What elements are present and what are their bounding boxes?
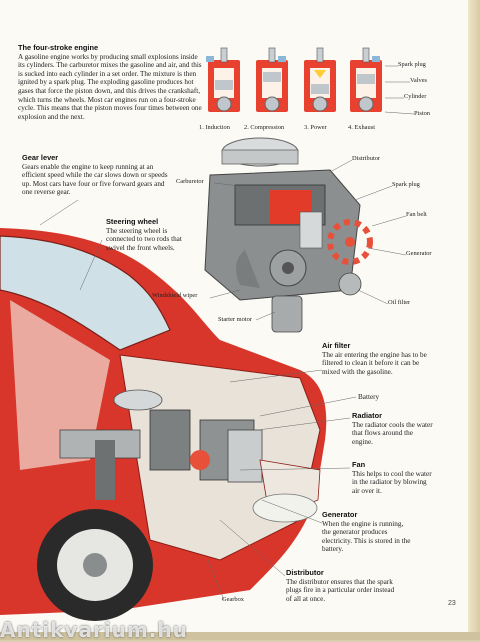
engine-label-windshield-wiper: Windshield wiper <box>152 292 197 299</box>
distributor-title: Distributor <box>286 569 398 578</box>
steering-wheel-section: Steering wheel The steering wheel is con… <box>106 218 188 252</box>
stroke-label-exhaust: 4. Exhaust <box>348 124 375 131</box>
fan-title: Fan <box>352 461 434 470</box>
battery-section: Battery <box>358 393 418 402</box>
gear-lever-title: Gear lever <box>22 154 174 163</box>
engine-label-starter-motor: Starter motor <box>218 316 252 323</box>
fan-body: This helps to cool the water in the radi… <box>352 470 434 496</box>
engine-label-generator: Generator <box>406 250 432 257</box>
page-number: 23 <box>448 600 456 607</box>
radiator-title: Radiator <box>352 412 434 421</box>
four-stroke-title: The four-stroke engine <box>18 44 202 53</box>
radiator-section: Radiator The radiator cools the water th… <box>352 412 434 446</box>
steering-wheel-body: The steering wheel is connected to two r… <box>106 227 188 253</box>
air-filter-body: The air entering the engine has to be fi… <box>322 351 434 377</box>
cylinder-diagram-2 <box>256 48 288 112</box>
engine-label-spark-plug: Spark plug <box>392 181 420 188</box>
engine-label-carburetor: Carburetor <box>176 178 204 185</box>
engine-label-distributor: Distributor <box>352 155 380 162</box>
stroke-label-power: 3. Power <box>304 124 327 131</box>
part-label-spark-plug: Spark plug <box>398 61 426 68</box>
cylinder-diagram-3 <box>304 48 336 112</box>
engine-label-fan-belt: Fan belt <box>406 211 427 218</box>
generator-body: When the engine is running, the generato… <box>322 520 412 554</box>
gear-lever-section: Gear lever Gears enable the engine to ke… <box>22 154 174 197</box>
cylinder-leader-lines <box>385 66 414 114</box>
generator-title: Generator <box>322 511 412 520</box>
steering-wheel-title: Steering wheel <box>106 218 188 227</box>
gearbox-label: Gearbox <box>222 596 244 603</box>
cylinder-diagram-1 <box>206 48 240 112</box>
radiator-body: The radiator cools the water that flows … <box>352 421 434 447</box>
stroke-label-induction: 1. Induction <box>199 124 230 131</box>
stroke-label-compression: 2. Compression <box>244 124 284 131</box>
battery-title: Battery <box>358 393 418 402</box>
gear-lever-body: Gears enable the engine to keep running … <box>22 163 174 197</box>
four-stroke-body: A gasoline engine works by producing sma… <box>18 53 202 122</box>
fan-section: Fan This helps to cool the water in the … <box>352 461 434 495</box>
part-label-valves: Valves <box>410 77 427 84</box>
cylinder-diagram-4 <box>350 48 382 112</box>
engine-illustration <box>205 138 370 332</box>
air-filter-title: Air filter <box>322 342 434 351</box>
air-filter-section: Air filter The air entering the engine h… <box>322 342 434 376</box>
generator-section: Generator When the engine is running, th… <box>322 511 412 554</box>
four-stroke-section: The four-stroke engine A gasoline engine… <box>18 44 202 121</box>
watermark-text: Antikvarium.hu <box>0 618 188 642</box>
distributor-body: The distributor ensures that the spark p… <box>286 578 398 604</box>
engine-label-oil-filter: Oil filter <box>388 299 410 306</box>
part-label-piston: Piston <box>414 110 430 117</box>
part-label-cylinder: Cylinder <box>404 93 426 100</box>
distributor-section: Distributor The distributor ensures that… <box>286 569 398 603</box>
